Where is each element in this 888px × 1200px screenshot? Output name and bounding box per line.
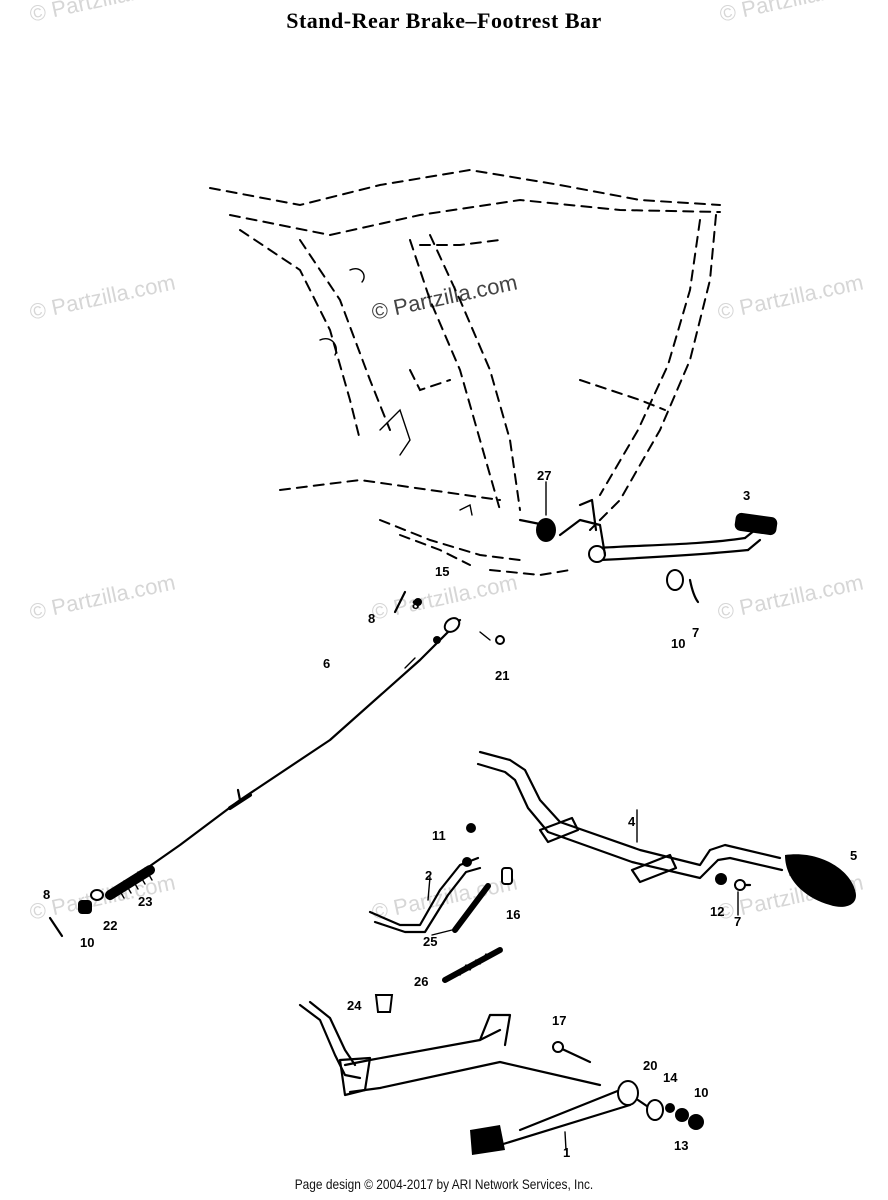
side-stand xyxy=(368,823,513,1013)
callout-11: 11 xyxy=(432,828,446,843)
callout-7a: 7 xyxy=(692,625,699,640)
page-title: Stand-Rear Brake–Footrest Bar xyxy=(286,8,602,33)
callout-10b: 10 xyxy=(80,935,94,950)
callout-22: 22 xyxy=(103,918,117,933)
footrest-bar xyxy=(476,750,856,916)
callout-16: 16 xyxy=(506,907,520,922)
cable-spring xyxy=(105,865,155,900)
callout-12: 12 xyxy=(710,904,724,919)
brake-cable xyxy=(48,590,505,938)
main-stand xyxy=(298,1000,704,1155)
callout-5: 5 xyxy=(850,848,857,863)
callout-17: 17 xyxy=(552,1013,566,1028)
callout-8a: 8 xyxy=(368,611,375,626)
leader-lines xyxy=(427,481,638,1151)
callout-2: 2 xyxy=(425,868,432,883)
callout-10c: 10 xyxy=(694,1085,708,1100)
callout-15: 15 xyxy=(435,564,449,579)
callout-27: 27 xyxy=(537,468,551,483)
callout-8b: 8 xyxy=(43,887,50,902)
callout-14: 14 xyxy=(663,1070,678,1085)
callout-labels: 1 2 3 4 5 6 7 7 8 8 8 10 10 10 11 12 13 … xyxy=(43,468,857,1160)
callout-25: 25 xyxy=(423,934,437,949)
callout-6: 6 xyxy=(323,656,330,671)
footer-copyright: Page design © 2004-2017 by ARI Network S… xyxy=(294,1176,594,1192)
callout-1: 1 xyxy=(563,1145,570,1160)
callout-3: 3 xyxy=(743,488,750,503)
callout-21: 21 xyxy=(495,668,509,683)
callout-24: 24 xyxy=(347,998,362,1013)
brake-pedal xyxy=(518,498,778,604)
callout-4: 4 xyxy=(628,814,636,829)
callout-8c: 8 xyxy=(412,597,419,612)
callout-7b: 7 xyxy=(734,914,741,929)
callout-13: 13 xyxy=(674,1138,688,1153)
callout-23: 23 xyxy=(138,894,152,909)
footrest-rubber xyxy=(785,854,856,907)
callout-10a: 10 xyxy=(671,636,685,651)
callout-26: 26 xyxy=(414,974,428,989)
callout-20: 20 xyxy=(643,1058,657,1073)
frame-outline xyxy=(209,168,721,577)
